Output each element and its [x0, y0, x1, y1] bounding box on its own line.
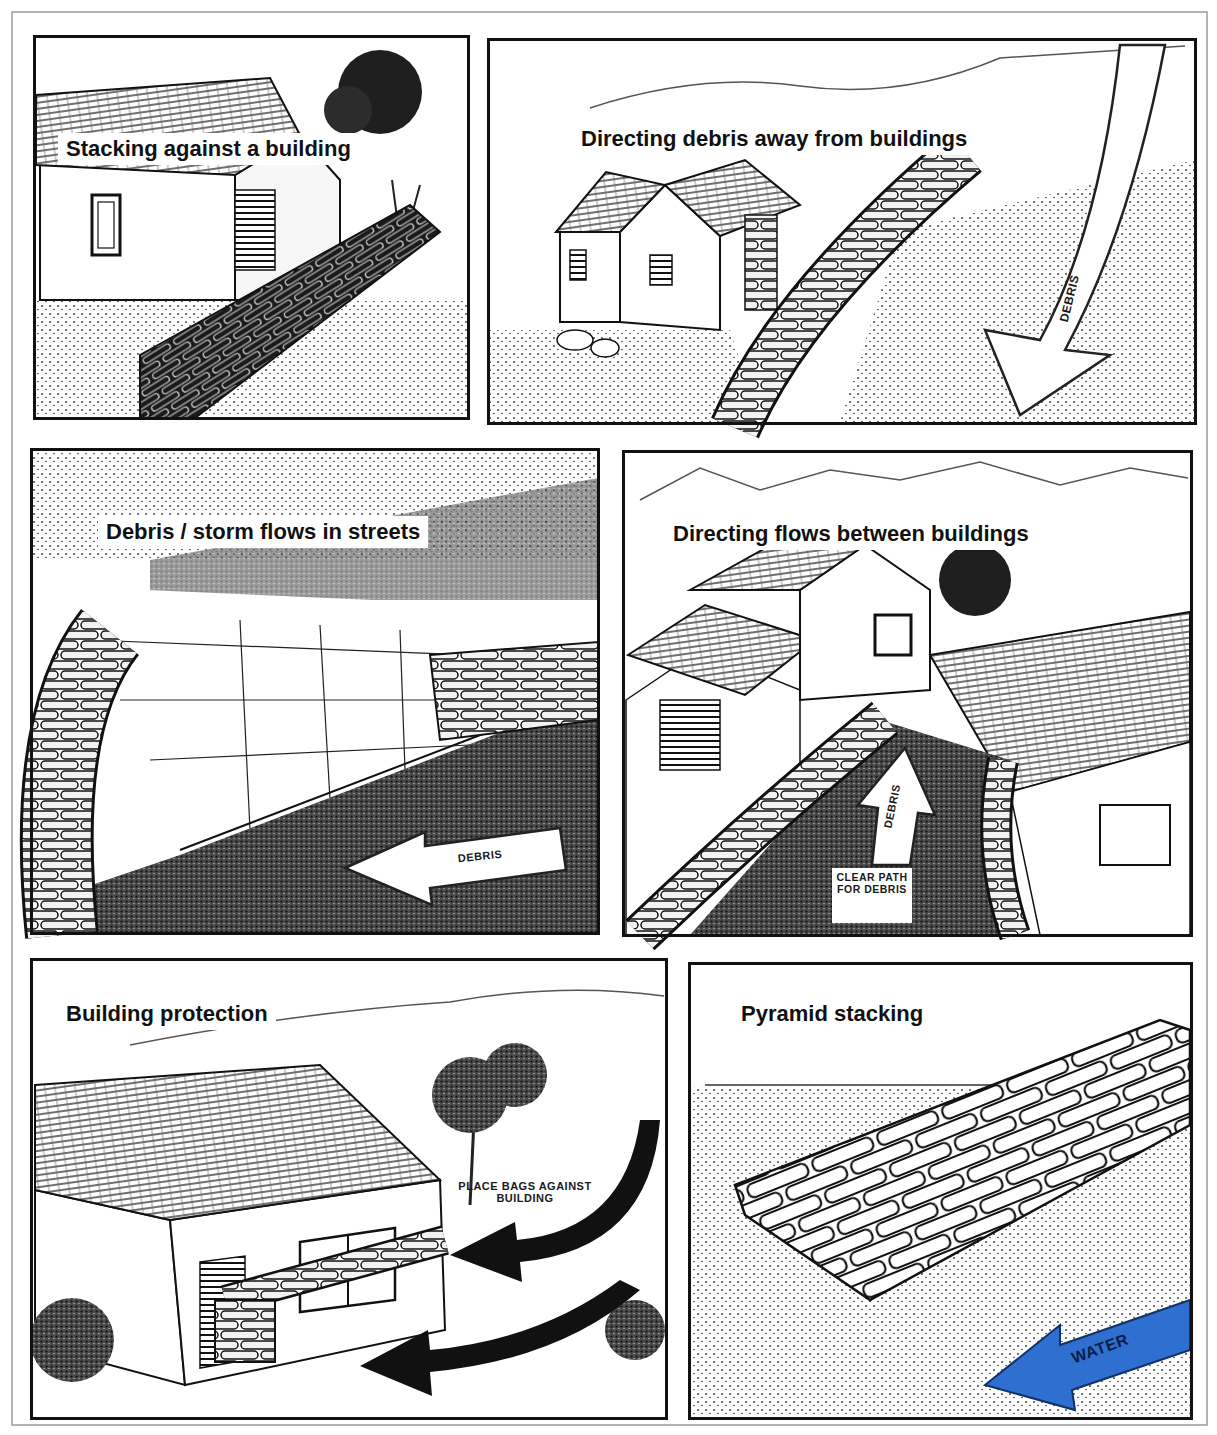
- flow-arrow: [985, 45, 1165, 415]
- panel-title: Building protection: [58, 998, 276, 1030]
- bush: [30, 1298, 114, 1382]
- panel-title: Stacking against a building: [58, 133, 359, 165]
- window: [875, 615, 911, 655]
- sandbag-wall-outline: [57, 632, 110, 935]
- sandbag-stack: [430, 642, 598, 740]
- illustration-panel: Directing debris away from buildings: [487, 38, 1197, 425]
- panel-title: Pyramid stacking: [733, 998, 931, 1030]
- illustration-panel: Debris / storm flows in streets: [30, 448, 600, 935]
- panel-title: Directing flows between buildings: [665, 518, 1037, 550]
- sandbag-pyramid: [735, 1020, 1190, 1300]
- hill-line: [590, 46, 1185, 108]
- sandbag-wall: [225, 1240, 445, 1300]
- roof: [556, 172, 665, 232]
- sidewalk-line: [400, 630, 405, 770]
- window-pane: [98, 202, 114, 248]
- outer-frame: [12, 12, 1207, 1425]
- tree: [939, 544, 1011, 616]
- roof: [665, 160, 800, 236]
- house-wall: [1010, 742, 1190, 935]
- window: [650, 255, 672, 285]
- flow-arrow: [360, 1280, 640, 1396]
- sidewalk-line: [320, 625, 330, 800]
- illustration-panel: Stacking against a building: [33, 35, 470, 420]
- roof: [35, 1065, 440, 1220]
- rock: [591, 339, 619, 357]
- blocked-door: [235, 190, 275, 270]
- sandbag-wall: [57, 632, 110, 935]
- sidewalk-line: [240, 620, 250, 830]
- arrow-label: CLEAR PATH FOR DEBRIS: [834, 872, 910, 895]
- sandbag-wall-outline: [996, 760, 1015, 935]
- tree-foliage: [483, 1043, 547, 1107]
- sandbag-stack: [215, 1300, 275, 1362]
- hill-line: [640, 462, 1188, 500]
- porch-opening: [660, 700, 720, 770]
- label-backing: [832, 868, 912, 923]
- house-wall: [40, 165, 235, 300]
- rock: [557, 330, 593, 350]
- window: [1100, 805, 1170, 865]
- stone-chimney: [745, 215, 777, 310]
- porch-roof: [628, 605, 815, 695]
- window: [92, 195, 120, 255]
- panel-title: Directing debris away from buildings: [573, 123, 975, 155]
- flow-arrow: [858, 748, 935, 865]
- illustration-panel: Directing flows between buildings: [622, 450, 1193, 937]
- water-arrow: [985, 1300, 1190, 1410]
- flow-arrow: [450, 1120, 660, 1282]
- tree: [324, 86, 372, 134]
- sandbag-wall-outline: [735, 152, 965, 428]
- sandbag-wall: [735, 152, 965, 428]
- sandbag-wall-outline: [225, 1240, 445, 1300]
- street: [33, 585, 598, 932]
- sandbag-wall: [996, 760, 1015, 935]
- arrow-label: PLACE BAGS AGAINST BUILDING: [440, 1180, 610, 1204]
- horizon-line: [705, 1084, 1000, 1086]
- sandbag-wall: [140, 205, 440, 418]
- panel-title: Debris / storm flows in streets: [98, 516, 428, 548]
- window: [570, 250, 586, 280]
- flow-arrow: [345, 828, 566, 905]
- house-side: [560, 232, 620, 322]
